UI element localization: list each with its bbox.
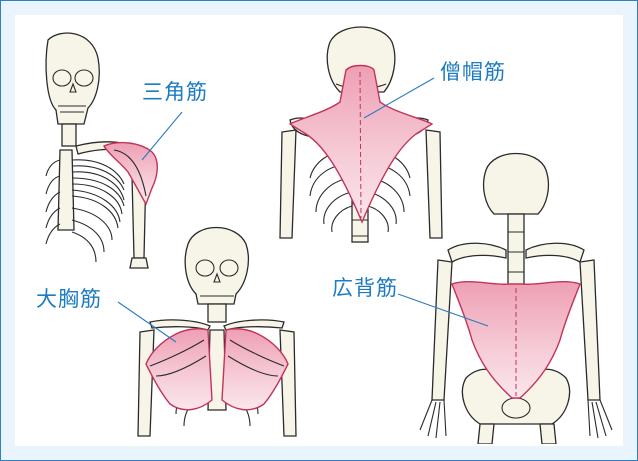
latissimus-label: 広背筋 [332,278,398,299]
skeleton-latissimus-view [420,154,612,445]
skeleton-deltoid-view [46,33,157,268]
trapezius-label: 僧帽筋 [440,62,506,83]
deltoid-leader-line [142,112,182,160]
skeleton-trapezius-view [280,27,442,242]
pectoralis-label: 大胸筋 [36,289,102,310]
deltoid-label: 三角筋 [142,82,208,103]
